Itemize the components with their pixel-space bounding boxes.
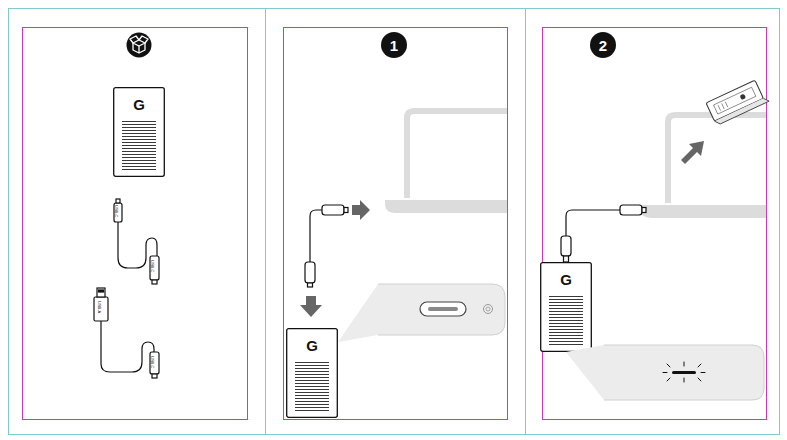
step-number-text: 1 <box>390 38 398 53</box>
connector-tag: USB-A <box>97 301 101 313</box>
logo-letter: G <box>306 338 318 353</box>
connector-tag: USB-C <box>114 205 118 217</box>
step-number-text: 2 <box>599 38 607 53</box>
step-number: 2 <box>590 32 616 58</box>
step-number: 1 <box>381 32 407 58</box>
logo-letter: G <box>560 272 572 287</box>
connector-tag: USB-C <box>150 356 154 368</box>
connector-tag: USB-C <box>150 260 154 272</box>
logo-letter: G <box>133 97 145 112</box>
